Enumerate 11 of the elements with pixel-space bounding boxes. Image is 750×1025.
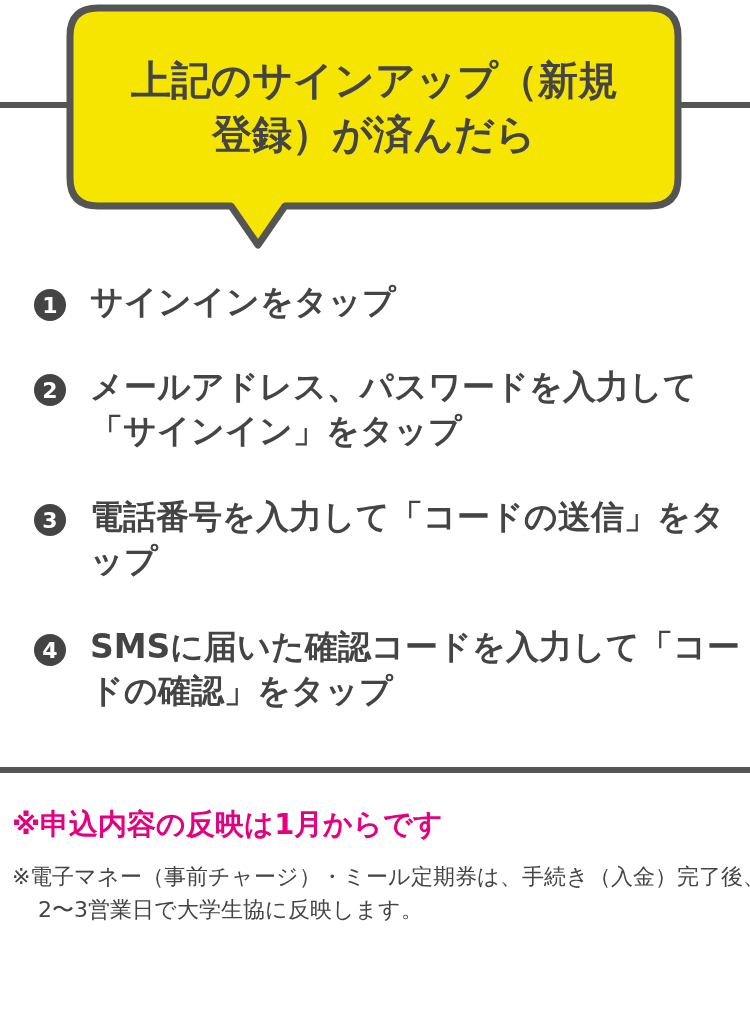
bubble-text: 上記のサインアップ（新規登録）が済んだら [129,56,619,159]
step-text: 電話番号を入力して「コードの送信」をタップ [90,496,726,582]
step-number: 1 [34,289,66,321]
step-number: 4 [34,634,66,666]
step-text: サインインをタップ [90,281,398,323]
notice-text: ※申込内容の反映は1月からです [12,806,444,843]
step-number: 3 [34,504,66,536]
step-text: メールアドレス、パスワードを入力して「サインイン」をタップ [90,366,698,452]
step-number: 2 [34,374,66,406]
step-text: SMSに届いた確認コードを入力して「コードの確認」をタップ [90,626,742,712]
note-text: ※電子マネー（事前チャージ）・ミール定期券は、手続き（入金）完了後、2〜3営業日で大学生協に反映します。 [12,863,750,924]
